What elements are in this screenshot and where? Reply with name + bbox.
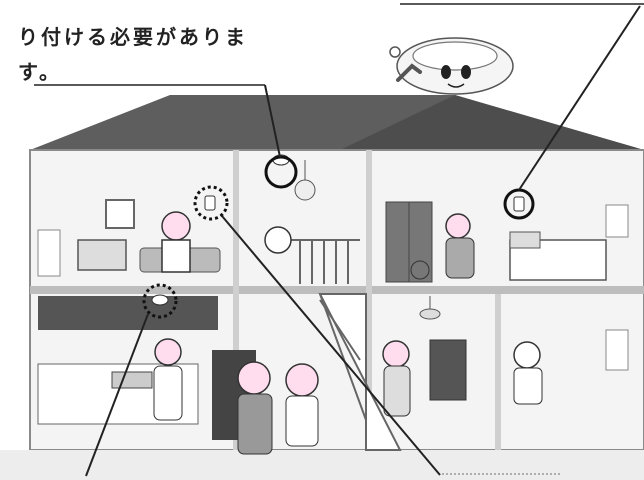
detector-highlight-kitchen: [142, 283, 178, 319]
staircase-upper: [290, 239, 360, 284]
wall-smoke-detector-icon: [513, 196, 525, 212]
tv: [77, 239, 127, 271]
mother-head: [154, 338, 182, 366]
child-back-head: [513, 341, 541, 369]
altar: [429, 339, 467, 401]
callout-line-upper-left: [221, 215, 441, 476]
window-right-lower: [605, 329, 629, 371]
ceiling-lamp: [294, 179, 316, 201]
callout-line-wall-right: [518, 5, 641, 191]
callout-line-kitchen: [85, 313, 149, 477]
person-glasses-head: [161, 211, 191, 241]
firefighter-head: [237, 361, 271, 395]
caption-text: り付ける必要がありま す。: [18, 20, 268, 90]
caption-line-1: り付ける必要がありま: [18, 25, 248, 49]
caption-line-2: す。: [18, 60, 62, 84]
stove: [111, 371, 153, 389]
detector-highlight-wall-upper-left: [193, 185, 229, 221]
ground: [0, 450, 644, 480]
staircase-lower: [318, 293, 402, 451]
grandfather-head: [382, 340, 410, 368]
kitchen-cabinets: [38, 296, 218, 330]
wall-detector-upper-left: [204, 195, 216, 211]
roof-right-slope: [340, 95, 644, 150]
child-head-upper: [264, 226, 292, 254]
floor-divider: [30, 286, 644, 294]
kitchen-heat-detector: [151, 294, 169, 306]
wall-frame-picture: [105, 199, 135, 229]
window-left: [37, 229, 61, 277]
window-right-upper: [605, 204, 629, 238]
girl-head: [285, 363, 319, 397]
detector-highlight-ceiling: [264, 155, 298, 189]
callout-line-ceiling: [264, 84, 281, 158]
smoke-detector-mascot-icon: [389, 37, 514, 95]
grandmother-head: [445, 213, 471, 239]
cat: [410, 260, 430, 280]
